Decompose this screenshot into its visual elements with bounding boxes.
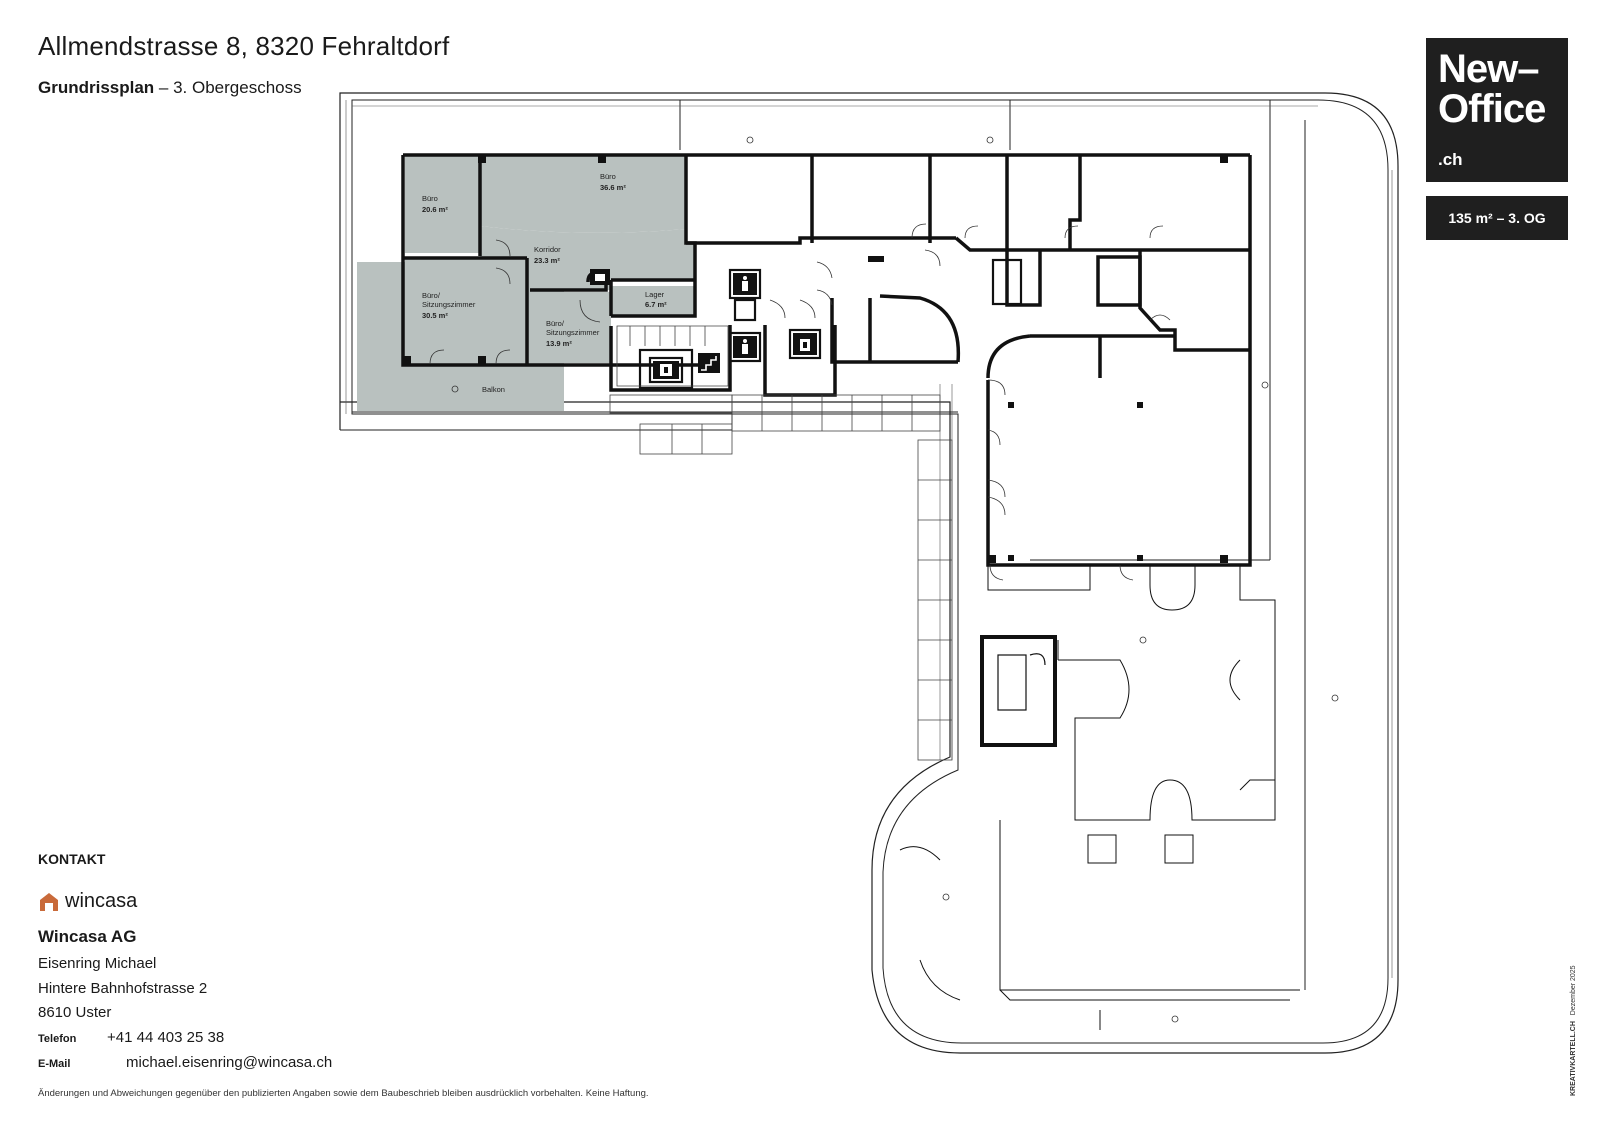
email-link[interactable]: michael.eisenring@wincasa.ch bbox=[126, 1054, 333, 1071]
room-name-buero-2: Büro bbox=[600, 172, 616, 181]
room-name-lager: Lager bbox=[645, 290, 665, 299]
wc-icon bbox=[733, 336, 757, 358]
plan-subtitle: Grundrissplan – 3. Obergeschoss bbox=[38, 78, 302, 98]
logo-text: wincasa bbox=[65, 890, 138, 912]
wc-icon bbox=[733, 273, 757, 295]
brand-line-2: Office bbox=[1438, 87, 1546, 131]
plan-floor: – 3. Obergeschoss bbox=[158, 78, 302, 97]
page-title: Allmendstrasse 8, 8320 Fehraltdorf bbox=[38, 31, 450, 61]
company-name: Wincasa AG bbox=[38, 927, 137, 946]
room-area-korridor: 23.3 m² bbox=[534, 256, 560, 265]
contact-heading: KONTAKT bbox=[38, 851, 106, 867]
room-name-korridor: Korridor bbox=[534, 245, 561, 254]
room-name2-sitzung-2: Sitzungszimmer bbox=[546, 328, 600, 337]
wincasa-logo: wincasa bbox=[38, 890, 137, 913]
room-name2-sitzung-1: Sitzungszimmer bbox=[422, 300, 476, 309]
room-area-buero-2: 36.6 m² bbox=[600, 183, 626, 192]
elevator-icon bbox=[793, 333, 817, 355]
disclaimer: Änderungen und Abweichungen gegenüber de… bbox=[38, 1088, 649, 1099]
room-name-buero-1: Büro bbox=[422, 194, 438, 203]
sink-icon bbox=[590, 269, 610, 285]
house-logo-icon bbox=[40, 892, 58, 911]
contact-city: 8610 Uster bbox=[38, 1004, 112, 1021]
elevator-icon bbox=[653, 361, 679, 379]
brand-logo: New– Office .ch bbox=[1426, 38, 1568, 182]
brand-line-1: New– bbox=[1438, 47, 1539, 91]
email-label: E-Mail bbox=[38, 1058, 71, 1070]
credit-line: KREATIVKARTELL.CH Dezember 2025 bbox=[1570, 965, 1577, 1096]
area-badge: 135 m² – 3. OG bbox=[1426, 196, 1568, 240]
contact-person: Eisenring Michael bbox=[38, 955, 157, 972]
phone-link[interactable]: +41 44 403 25 38 bbox=[107, 1029, 225, 1046]
plan-date: Dezember 2025 bbox=[1570, 965, 1577, 1016]
phone-label: Telefon bbox=[38, 1033, 77, 1045]
stairs-icon bbox=[698, 353, 720, 373]
credit: KREATIVKARTELL.CH bbox=[1570, 1021, 1577, 1096]
room-area-lager: 6.7 m² bbox=[645, 300, 667, 309]
room-name-sitzung-1: Büro/ bbox=[422, 291, 441, 300]
brand-line-3: .ch bbox=[1438, 150, 1463, 169]
room-area-sitzung-2: 13.9 m² bbox=[546, 339, 572, 348]
plan-label: Grundrissplan bbox=[38, 78, 155, 97]
contact-street: Hintere Bahnhofstrasse 2 bbox=[38, 980, 208, 997]
room-name-sitzung-2: Büro/ bbox=[546, 319, 565, 328]
room-area-buero-1: 20.6 m² bbox=[422, 205, 448, 214]
room-name-balkon: Balkon bbox=[482, 385, 505, 394]
room-area-sitzung-1: 30.5 m² bbox=[422, 311, 448, 320]
